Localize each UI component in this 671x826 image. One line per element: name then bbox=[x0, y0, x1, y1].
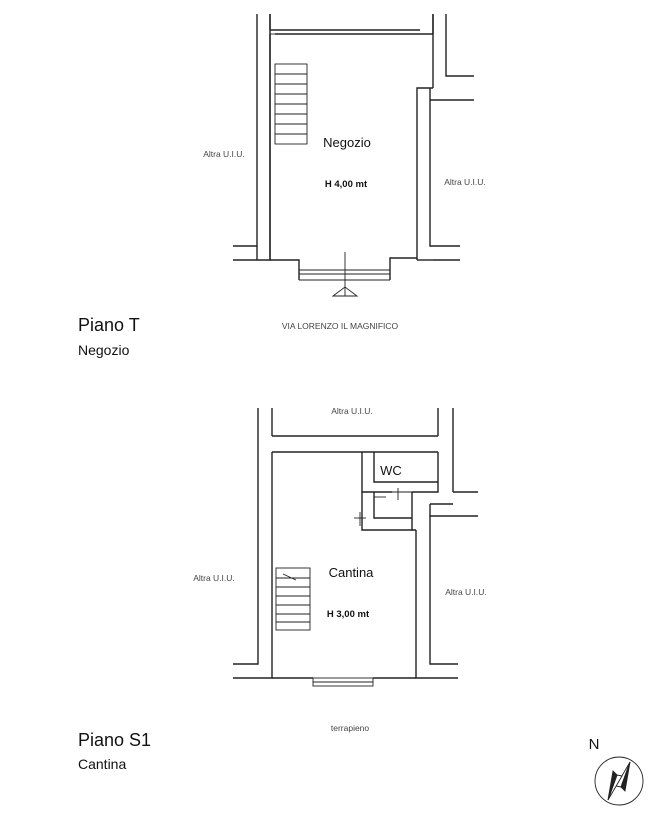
north-compass-icon bbox=[594, 756, 644, 806]
basement-left-neighbor: Altra U.I.U. bbox=[193, 573, 235, 583]
ground-right-wall bbox=[399, 14, 474, 261]
basement-staircase bbox=[275, 567, 311, 631]
wc-label: WC bbox=[380, 463, 402, 478]
ground-left-wall bbox=[233, 14, 275, 261]
ground-top-wall bbox=[269, 14, 434, 35]
ground-right-neighbor: Altra U.I.U. bbox=[444, 177, 486, 187]
north-label: N bbox=[589, 736, 600, 753]
basement-right-neighbor: Altra U.I.U. bbox=[445, 587, 487, 597]
ground-floor-plan bbox=[233, 14, 474, 297]
street-label: VIA LORENZO IL MAGNIFICO bbox=[282, 321, 399, 331]
basement-left-wall bbox=[233, 452, 273, 679]
entrance-marker bbox=[331, 252, 359, 297]
basement-bottom-wall bbox=[272, 677, 416, 687]
basement-subtitle: Cantina bbox=[78, 756, 126, 772]
ground-left-neighbor: Altra U.I.U. bbox=[203, 149, 245, 159]
ground-floor-title: Piano T bbox=[78, 315, 140, 335]
ground-staircase bbox=[274, 63, 308, 145]
basement-top-wall bbox=[257, 408, 478, 518]
wc-room bbox=[354, 452, 438, 531]
basement-room-height: H 3,00 mt bbox=[327, 609, 370, 620]
ground-bottom-wall bbox=[256, 246, 433, 281]
ground-floor-subtitle: Negozio bbox=[78, 342, 130, 358]
ground-room-name: Negozio bbox=[323, 135, 371, 150]
basement-plan bbox=[233, 408, 478, 687]
basement-right-wall bbox=[411, 452, 478, 679]
ground-room-height: H 4,00 mt bbox=[325, 179, 368, 190]
basement-top-neighbor: Altra U.I.U. bbox=[331, 406, 373, 416]
terrapieno-label: terrapieno bbox=[331, 723, 370, 733]
basement-room-name: Cantina bbox=[329, 565, 375, 580]
basement-title: Piano S1 bbox=[78, 730, 151, 750]
